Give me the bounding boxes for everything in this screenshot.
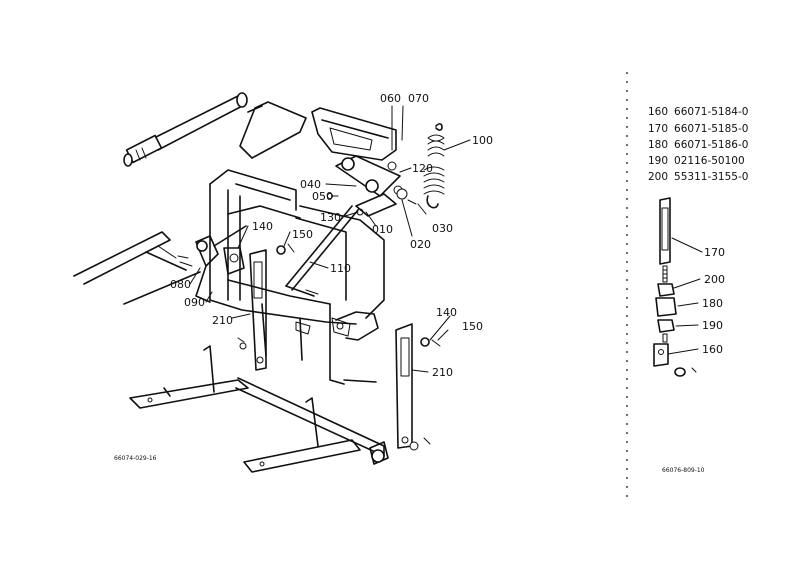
bottom-assembly [129,345,389,473]
part-code: 55311-3155-0 [674,171,748,183]
part-no: 170 [648,123,668,135]
part-no: 160 [648,106,668,118]
callout-030: 030 [432,222,453,235]
pivot-arm [327,155,417,217]
parts-list: 160 66071-5184-0 170 66071-5185-0 180 66071… [648,106,748,183]
drawing-code-left: 66074-029-16 [114,455,157,462]
main-frame [209,169,385,385]
callout-110: 110 [330,262,351,275]
part-no: 180 [648,139,668,151]
callout-140-right: 140 [436,306,457,319]
rod-110 [285,205,359,297]
callout-090: 090 [184,296,205,309]
leader-lines [189,105,703,373]
callout-labels: 060 070 100 120 040 050 030 130 010 020 … [170,92,725,379]
callout-070: 070 [408,92,429,105]
callout-010: 010 [372,223,393,236]
part-code: 02116-50100 [674,155,745,167]
callout-040: 040 [300,178,321,191]
parts-row-1: 160 66071-5184-0 [648,106,748,118]
callout-170: 170 [704,246,725,259]
part-code: 66071-5186-0 [674,139,748,151]
callout-180: 180 [702,297,723,310]
center-lever-210 [237,243,295,371]
part-code: 66071-5184-0 [674,106,748,118]
part-no: 190 [648,155,668,167]
upper-bracket [239,101,397,161]
callout-080: 080 [170,278,191,291]
drawing-code-right: 66076-809-10 [662,467,705,474]
callout-140-center: 140 [252,220,273,233]
callout-020: 020 [410,238,431,251]
parts-row-4: 190 02116-50100 [648,155,745,167]
right-lever-210 [395,323,441,451]
callout-160: 160 [702,343,723,356]
callout-150-center: 150 [292,228,313,241]
callout-200: 200 [704,273,725,286]
parts-row-2: 170 66071-5185-0 [648,123,748,135]
turnbuckle-assembly [653,197,697,377]
spring-100 [423,123,445,209]
left-lever-assembly [177,225,247,303]
callout-190: 190 [702,319,723,332]
callout-210-right: 210 [432,366,453,379]
callout-150-right: 150 [462,320,483,333]
parts-row-3: 180 66071-5186-0 [648,139,748,151]
callout-120: 120 [412,162,433,175]
callout-100: 100 [472,134,493,147]
part-no: 200 [648,171,668,183]
callout-060: 060 [380,92,401,105]
callout-050: 050 [312,190,333,203]
callout-130: 130 [320,211,341,224]
upper-shaft [123,92,248,167]
callout-210-center: 210 [212,314,233,327]
parts-row-5: 200 55311-3155-0 [648,171,748,183]
part-code: 66071-5185-0 [674,123,748,135]
left-rail [73,231,201,305]
